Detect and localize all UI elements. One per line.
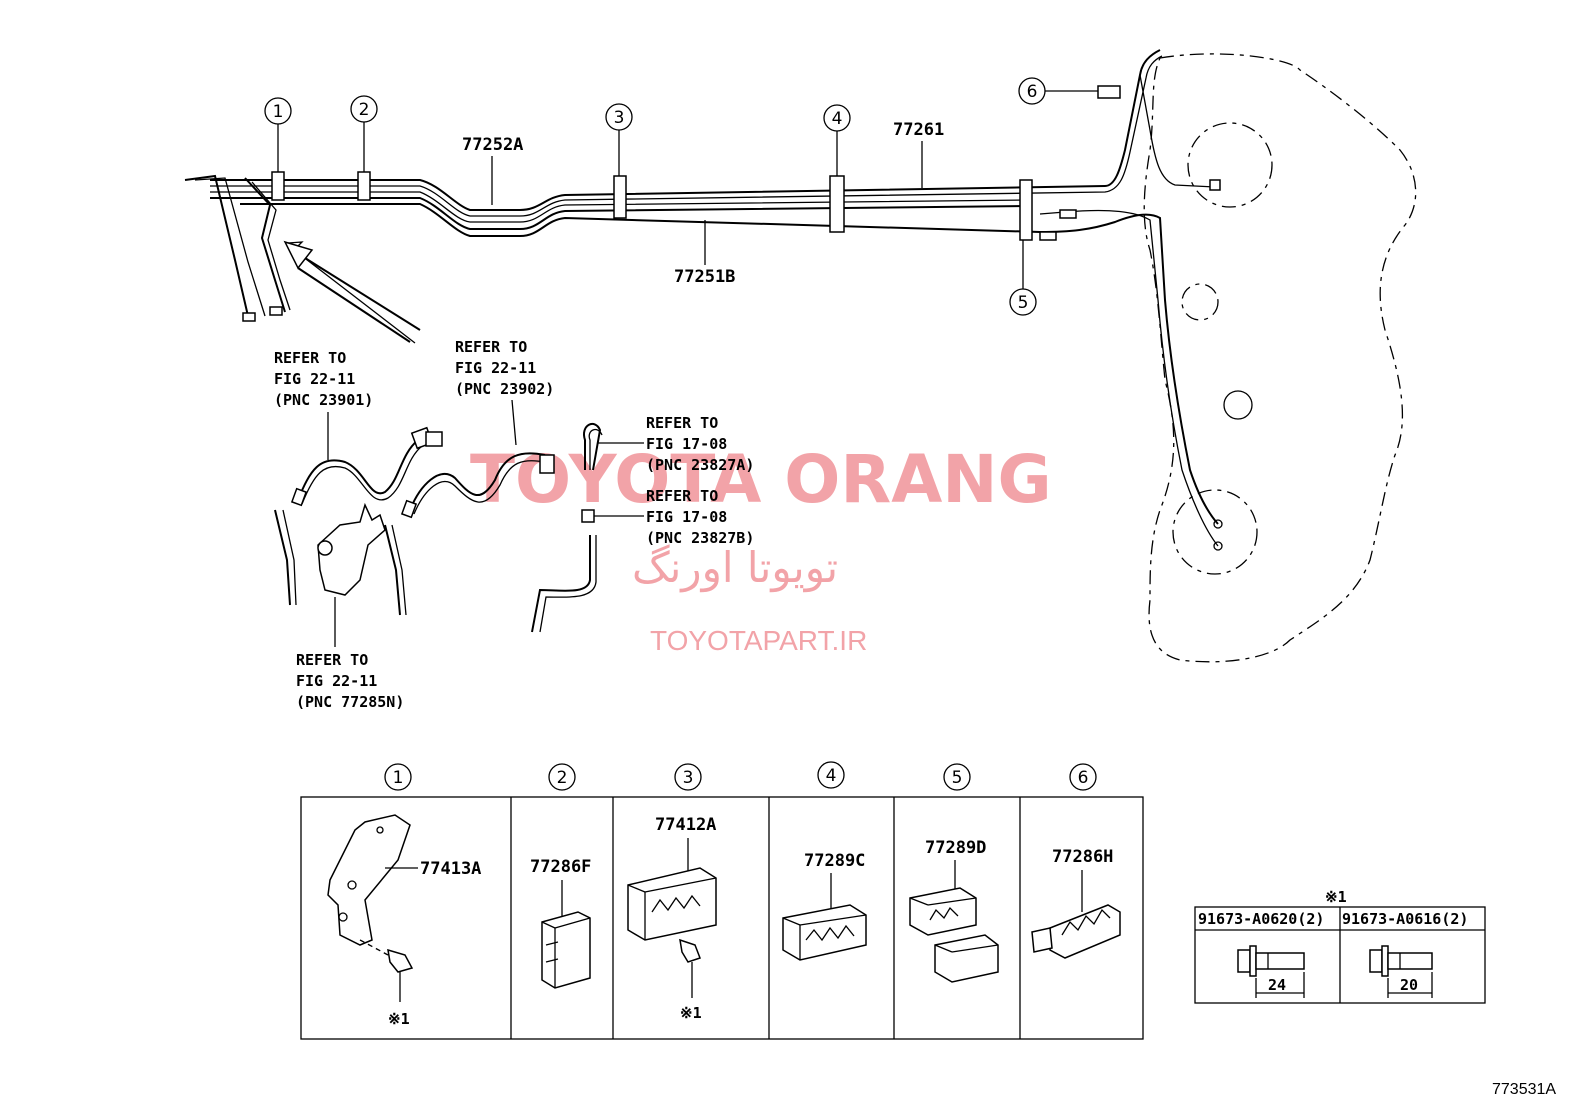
svg-text:1: 1 — [393, 768, 404, 788]
label-77252A: 77252A — [462, 135, 523, 155]
label-77261: 77261 — [893, 120, 944, 140]
reference-23827B: REFER TO FIG 17-08 (PNC 23827B) — [594, 487, 754, 547]
reference-23827A: REFER TO FIG 17-08 (PNC 23827A) — [598, 414, 754, 474]
svg-text:5: 5 — [1018, 293, 1029, 313]
clamp-1-mark — [271, 171, 285, 201]
watermark-persian: تویوتا اورنگ — [632, 543, 838, 592]
part-77413A: 77413A — [420, 859, 481, 879]
svg-text:REFER TO: REFER TO — [646, 487, 718, 505]
reference-23902: REFER TO FIG 22-11 (PNC 23902) — [455, 338, 554, 446]
svg-text:4: 4 — [826, 766, 837, 786]
svg-text:FIG 22-11: FIG 22-11 — [296, 672, 377, 690]
svg-text:FIG 17-08: FIG 17-08 — [646, 435, 727, 453]
svg-text:REFER TO: REFER TO — [646, 414, 718, 432]
svg-text:REFER TO: REFER TO — [455, 338, 527, 356]
svg-text:(PNC 23827B): (PNC 23827B) — [646, 529, 754, 547]
watermark: TOYOTA ORANG تویوتا اورنگ TOYOTAPART.IR — [470, 441, 1052, 656]
bolt-part-2: 91673-A0616(2) — [1342, 910, 1468, 928]
svg-text:FIG 22-11: FIG 22-11 — [455, 359, 536, 377]
svg-text:(PNC 23902): (PNC 23902) — [455, 380, 554, 398]
svg-text:(PNC 23901): (PNC 23901) — [274, 391, 373, 409]
callout-2: 2 — [350, 95, 378, 172]
svg-text:3: 3 — [683, 768, 694, 788]
bolt-drawing-1: 24 — [1237, 945, 1305, 998]
svg-text:6: 6 — [1027, 82, 1038, 102]
reference-77285N: REFER TO FIG 22-11 (PNC 77285N) — [296, 597, 404, 711]
reference-23901: REFER TO FIG 22-11 (PNC 23901) — [274, 349, 373, 460]
clamp-2-mark — [357, 171, 371, 201]
svg-text:REFER TO: REFER TO — [296, 651, 368, 669]
main-tube-assembly — [184, 49, 1223, 551]
svg-text:(PNC 77285N): (PNC 77285N) — [296, 693, 404, 711]
bolt-length-2: 20 — [1400, 976, 1418, 994]
parts-cell-6: 6 77286H — [1031, 763, 1121, 959]
svg-text:3: 3 — [614, 108, 625, 128]
clamp-5-mark — [1019, 179, 1033, 241]
callout-5: 5 — [1009, 240, 1037, 316]
svg-text:1: 1 — [273, 102, 284, 122]
parts-cell-1: 1 77413A ※1 — [327, 763, 481, 1028]
svg-text:4: 4 — [832, 109, 843, 129]
svg-text:FIG 17-08: FIG 17-08 — [646, 508, 727, 526]
label-77251B: 77251B — [674, 267, 735, 287]
callout-4: 4 — [823, 104, 851, 176]
parts-cell-3: 3 77412A ※1 — [627, 763, 717, 1022]
figure-number: 773531A — [1492, 1081, 1556, 1098]
bolt-table: ※1 91673-A0620(2) 91673-A0616(2) 24 20 — [1194, 888, 1486, 1004]
svg-text:5: 5 — [952, 768, 963, 788]
bolt-table-header: ※1 — [1325, 888, 1347, 906]
bolt-drawing-2: 20 — [1369, 945, 1433, 998]
reference-hoses — [274, 422, 603, 633]
svg-text:6: 6 — [1078, 768, 1089, 788]
clamp-6-mark — [1097, 85, 1121, 99]
svg-text:(PNC 23827A): (PNC 23827A) — [646, 456, 754, 474]
part-77289C: 77289C — [804, 851, 865, 871]
note-mark-3: ※1 — [680, 1004, 702, 1022]
main-part-labels: 77252A 77251B 77261 — [462, 120, 944, 287]
parts-cell-4: 4 77289C — [782, 761, 867, 961]
part-77286H: 77286H — [1052, 847, 1113, 867]
callout-1: 1 — [264, 97, 292, 172]
svg-text:2: 2 — [557, 768, 568, 788]
watermark-brand: TOYOTA ORANG — [470, 441, 1052, 518]
reference-labels: REFER TO FIG 22-11 (PNC 23901) REFER TO … — [274, 338, 754, 711]
bolt-length-1: 24 — [1268, 976, 1286, 994]
parts-table: 1 77413A ※1 2 77286F 3 — [300, 761, 1144, 1040]
parts-cell-2: 2 77286F — [530, 763, 591, 989]
part-77289D: 77289D — [925, 838, 986, 858]
clamp-4-mark — [829, 175, 845, 233]
parts-cell-5: 5 77289D — [909, 763, 999, 983]
fuel-tank-outline — [1143, 53, 1417, 663]
watermark-site: TOYOTAPART.IR — [650, 625, 867, 656]
part-77286F: 77286F — [530, 857, 591, 877]
clamp-3-mark — [613, 175, 627, 219]
bolt-part-1: 91673-A0620(2) — [1198, 910, 1324, 928]
note-mark-1: ※1 — [388, 1010, 410, 1028]
svg-text:FIG 22-11: FIG 22-11 — [274, 370, 355, 388]
part-77412A: 77412A — [655, 815, 716, 835]
callout-3: 3 — [605, 103, 633, 176]
callout-6: 6 — [1018, 77, 1098, 105]
callouts: 1 2 3 4 5 6 — [264, 77, 1098, 316]
svg-text:REFER TO: REFER TO — [274, 349, 346, 367]
svg-text:2: 2 — [359, 100, 370, 120]
